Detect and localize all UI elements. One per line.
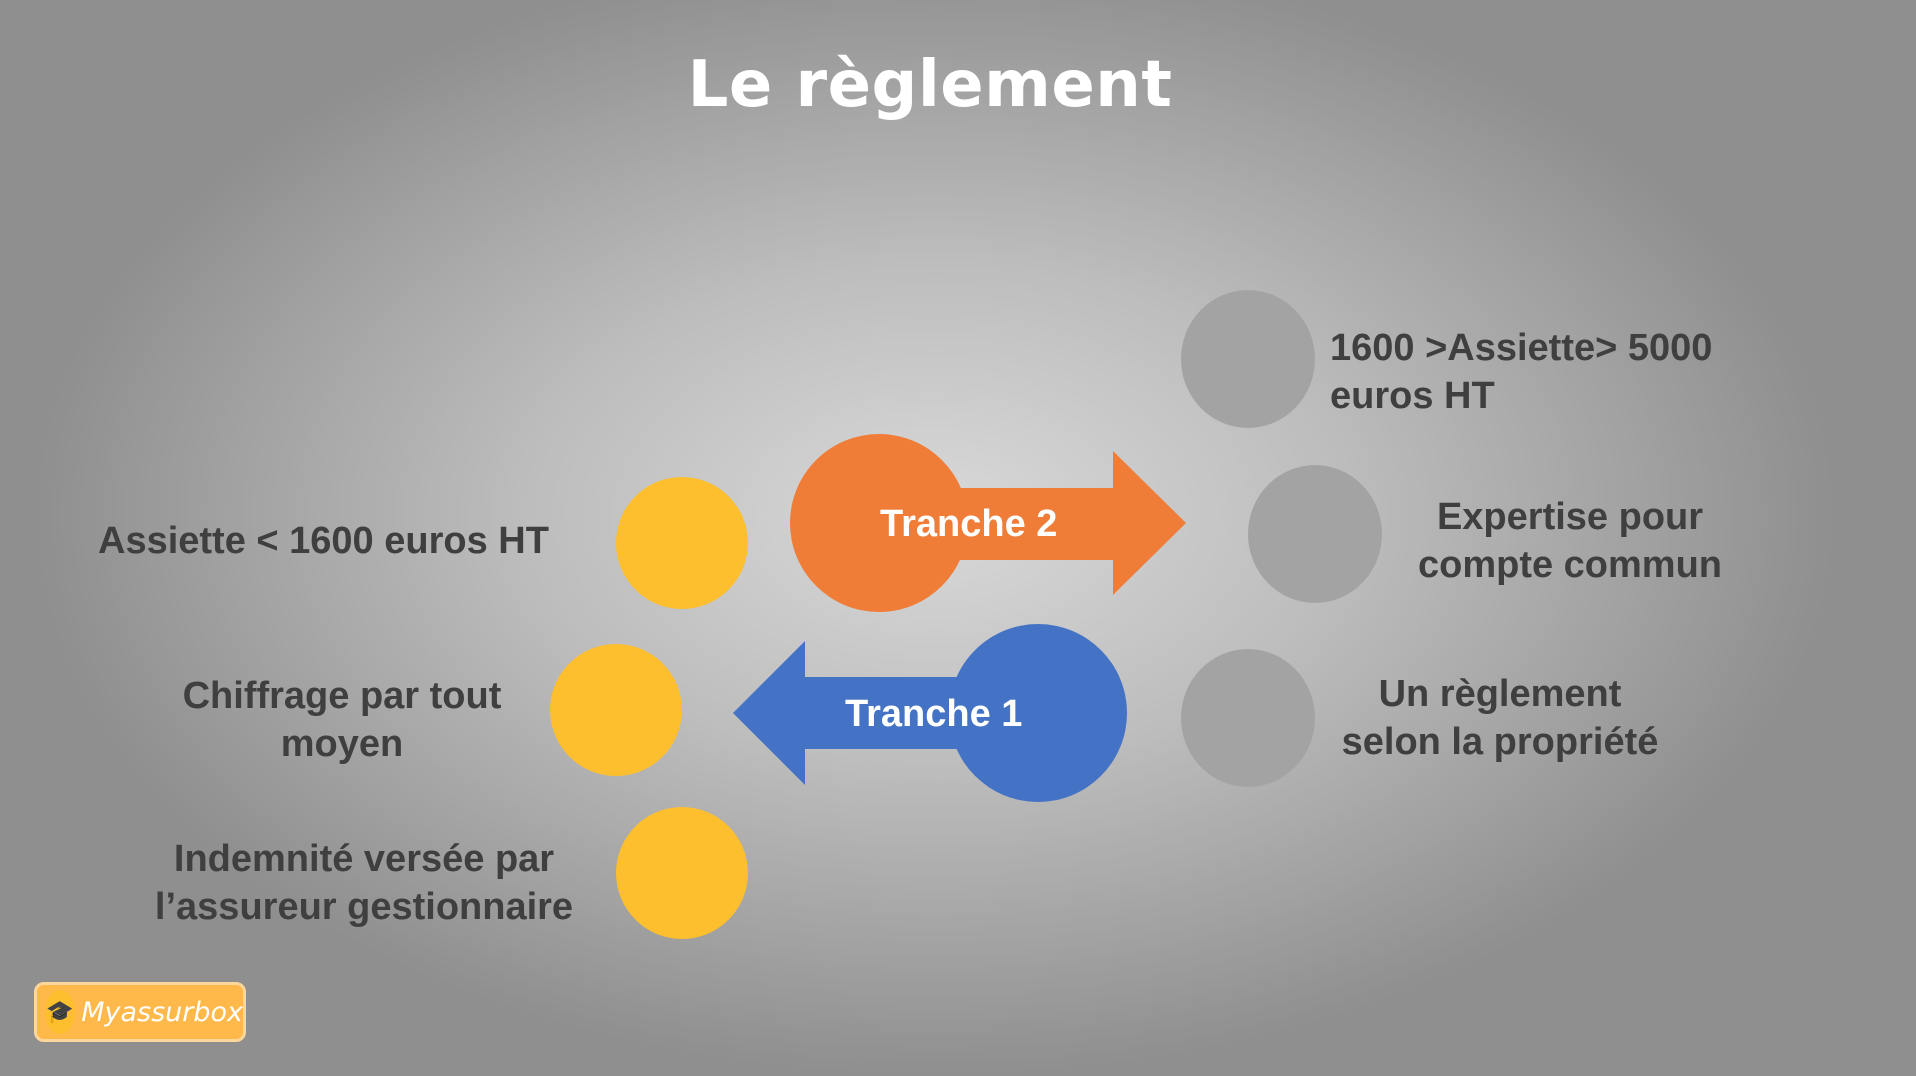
right-dot-2 [1248, 465, 1382, 603]
myassurbox-logo: 🎓 Myassurbox [34, 982, 246, 1042]
right-item-1: 1600 >Assiette> 5000 euros HT [1330, 324, 1712, 420]
right-item-2: Expertise pour compte commun [1370, 493, 1770, 589]
right-item-3-line2: selon la propriété [1341, 721, 1659, 763]
tranche-1-arrow [733, 624, 1127, 802]
right-dot-3 [1181, 649, 1315, 787]
left-item-2: Chiffrage par tout moyen [142, 672, 542, 768]
right-dot-1 [1181, 290, 1315, 428]
left-dot-3 [616, 807, 748, 939]
left-item-3: Indemnité versée par l’assureur gestionn… [124, 835, 604, 931]
tranche-2-label: Tranche 2 [880, 503, 1058, 545]
right-item-1-line2: euros HT [1330, 375, 1495, 417]
left-item-3-line2: l’assureur gestionnaire [154, 886, 574, 928]
right-item-3: Un règlement selon la propriété [1300, 670, 1700, 766]
right-item-1-line1: 1600 >Assiette> 5000 [1330, 327, 1713, 369]
right-item-3-line1: Un règlement [1378, 673, 1622, 715]
tranche-1-label: Tranche 1 [845, 693, 1023, 735]
right-item-2-line1: Expertise pour [1436, 496, 1704, 538]
tranche-2-arrow [790, 434, 1186, 612]
left-item-1-text: Assiette < 1600 euros HT [98, 520, 549, 562]
left-dot-2 [550, 644, 682, 776]
page-title: Le règlement [687, 48, 1173, 122]
right-item-2-line2: compte commun [1417, 544, 1723, 586]
left-item-1: Assiette < 1600 euros HT [98, 517, 549, 565]
left-dot-1 [616, 477, 748, 609]
left-item-2-line2: moyen [280, 723, 404, 765]
graduation-cap-icon: 🎓 [45, 990, 76, 1034]
left-item-3-line1: Indemnité versée par [173, 838, 555, 880]
left-item-2-line1: Chiffrage par tout [182, 675, 502, 717]
logo-text: Myassurbox [81, 996, 243, 1028]
